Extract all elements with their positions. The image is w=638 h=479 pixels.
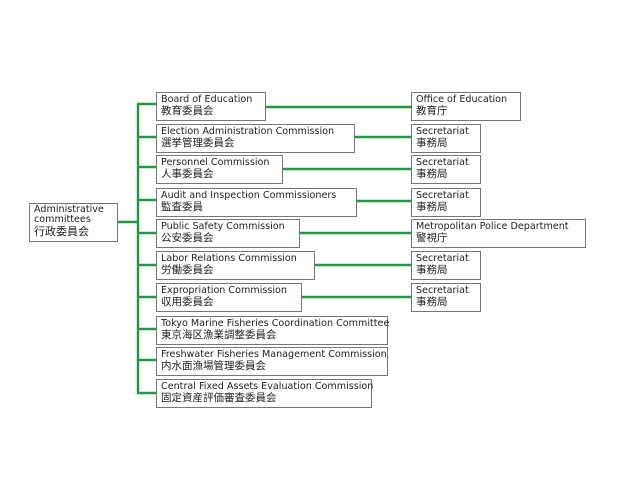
committee-node: Public Safety Commission 公安委員会 [156,219,300,248]
committee-label-ja: 監査委員 [161,201,203,213]
committee-node: Labor Relations Commission 労働委員会 [156,251,315,280]
subsidiary-label-ja: 警視庁 [416,232,448,244]
subsidiary-node: Secretariat 事務局 [411,188,481,217]
committee-node: Board of Education 教育委員会 [156,92,266,121]
subsidiary-label-en: Secretariat [416,285,469,296]
committee-label-ja: 公安委員会 [161,232,214,244]
subsidiary-node: Secretariat 事務局 [411,283,481,312]
committee-node: Audit and Inspection Commissioners 監査委員 [156,188,357,217]
committee-label-ja: 内水面漁場管理委員会 [161,360,266,372]
committee-label-en: Labor Relations Commission [161,253,297,264]
subsidiary-label-en: Secretariat [416,157,469,168]
subsidiary-node: Secretariat 事務局 [411,155,481,184]
root-node: Administrative committees 行政委員会 [29,203,118,242]
subsidiary-node: Metropolitan Police Department 警視庁 [411,219,586,248]
committee-label-ja: 固定資産評価審査委員会 [161,392,277,404]
subsidiary-label-ja: 事務局 [416,137,448,149]
committee-label-ja: 選挙管理委員会 [161,137,235,149]
subsidiary-label-ja: 教育庁 [416,105,448,117]
subsidiary-label-ja: 事務局 [416,201,448,213]
committee-label-ja: 東京海区漁業調整委員会 [161,329,277,341]
committee-label-en: Tokyo Marine Fisheries Coordination Comm… [161,318,390,329]
subsidiary-label-ja: 事務局 [416,296,448,308]
committee-label-en: Central Fixed Assets Evaluation Commissi… [161,381,374,392]
committee-node: Freshwater Fisheries Management Commissi… [156,347,388,376]
subsidiary-node: Secretariat 事務局 [411,124,481,153]
committee-label-en: Freshwater Fisheries Management Commissi… [161,349,387,360]
root-label-en-1: Administrative [34,204,104,215]
committee-node: Tokyo Marine Fisheries Coordination Comm… [156,316,390,345]
committee-label-en: Election Administration Commission [161,126,335,137]
subsidiary-label-en: Secretariat [416,253,469,264]
committee-node: Personnel Commission 人事委員会 [156,155,283,184]
committee-node: Expropriation Commission 収用委員会 [156,283,302,312]
committee-label-en: Public Safety Commission [161,221,285,232]
committee-label-en: Audit and Inspection Commissioners [161,190,337,201]
subsidiary-label-en: Secretariat [416,190,469,201]
subsidiary-label-en: Office of Education [416,94,508,105]
root-label-ja: 行政委員会 [34,225,89,238]
committee-label-ja: 教育委員会 [161,105,214,117]
root-label-en-2: committees [34,214,91,225]
subsidiary-label-ja: 事務局 [416,168,448,180]
committee-label-en: Expropriation Commission [161,285,287,296]
subsidiary-label-ja: 事務局 [416,264,448,276]
committee-label-ja: 人事委員会 [161,168,214,180]
subsidiary-node: Office of Education 教育庁 [411,92,521,121]
committee-label-ja: 労働委員会 [161,264,214,276]
committee-label-en: Board of Education [161,94,253,105]
committee-node: Election Administration Commission 選挙管理委… [156,124,355,153]
committee-label-en: Personnel Commission [161,157,270,168]
subsidiary-node: Secretariat 事務局 [411,251,481,280]
committee-label-ja: 収用委員会 [161,296,214,308]
subsidiary-label-en: Secretariat [416,126,469,137]
subsidiary-label-en: Metropolitan Police Department [416,221,569,232]
committee-node: Central Fixed Assets Evaluation Commissi… [156,379,374,408]
